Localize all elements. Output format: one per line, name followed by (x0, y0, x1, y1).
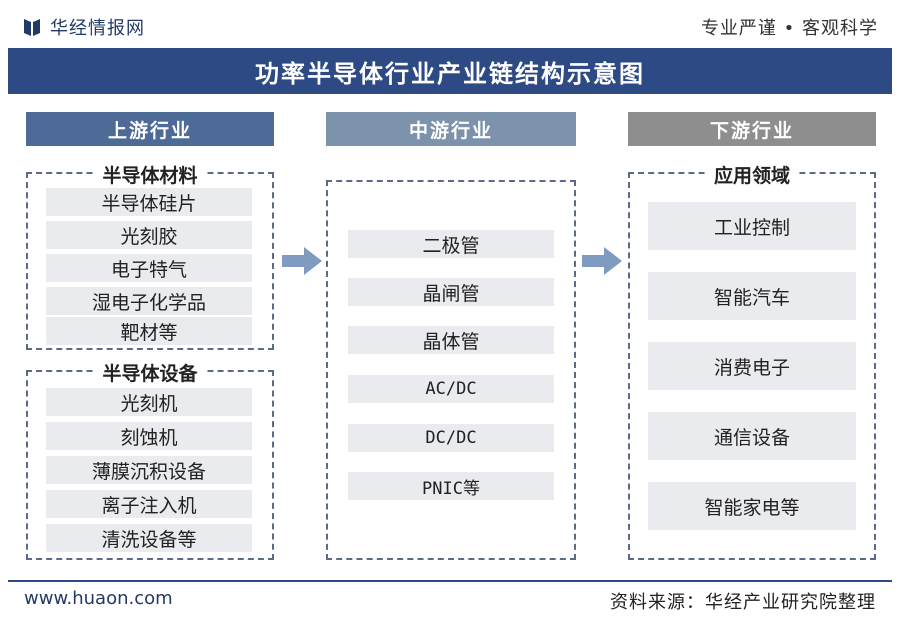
list-item: 晶体管 (348, 326, 554, 354)
list-item: 工业控制 (648, 202, 856, 250)
list-item: 半导体硅片 (46, 188, 252, 216)
list-item: 靶材等 (46, 317, 252, 345)
midstream-header: 中游行业 (326, 112, 576, 146)
list-item: 通信设备 (648, 412, 856, 460)
book-logo-icon (24, 19, 40, 36)
list-item: PNIC等 (348, 472, 554, 500)
list-item: 电子特气 (46, 254, 252, 282)
list-item: 光刻机 (46, 388, 252, 416)
list-item: 光刻胶 (46, 221, 252, 249)
list-item: 湿电子化学品 (46, 287, 252, 315)
list-item: DC/DC (348, 424, 554, 452)
midstream-group: 二极管 晶闸管 晶体管 AC/DC DC/DC PNIC等 (326, 180, 576, 560)
list-item: 刻蚀机 (46, 422, 252, 450)
list-item: 智能汽车 (648, 272, 856, 320)
equipment-group-title: 半导体设备 (94, 359, 206, 386)
list-item: 二极管 (348, 230, 554, 258)
list-item: 消费电子 (648, 342, 856, 390)
list-item: 清洗设备等 (46, 524, 252, 552)
downstream-group-title: 应用领域 (705, 161, 799, 188)
website-link[interactable]: www.huaon.com (24, 588, 173, 609)
page-title: 功率半导体行业产业链结构示意图 (8, 48, 892, 94)
footer-divider (8, 580, 892, 582)
brand: 华经情报网 (22, 12, 145, 42)
equipment-group: 半导体设备 光刻机 刻蚀机 薄膜沉积设备 离子注入机 清洗设备等 (26, 359, 274, 560)
list-item: 薄膜沉积设备 (46, 456, 252, 484)
downstream-header: 下游行业 (628, 112, 876, 146)
upstream-header: 上游行业 (26, 112, 274, 146)
list-item: AC/DC (348, 375, 554, 403)
arrow-right-icon (282, 247, 322, 275)
slogan: 专业严谨 • 客观科学 (700, 18, 878, 39)
source-note: 资料来源：华经产业研究院整理 (610, 592, 876, 613)
arrow-right-icon (582, 247, 622, 275)
list-item: 晶闸管 (348, 278, 554, 306)
downstream-group: 应用领域 工业控制 智能汽车 消费电子 通信设备 智能家电等 (628, 161, 876, 560)
brand-name: 华经情报网 (50, 18, 145, 39)
materials-group-title: 半导体材料 (94, 161, 206, 188)
list-item: 智能家电等 (648, 482, 856, 530)
materials-group: 半导体材料 半导体硅片 光刻胶 电子特气 湿电子化学品 靶材等 (26, 161, 274, 350)
list-item: 离子注入机 (46, 490, 252, 518)
